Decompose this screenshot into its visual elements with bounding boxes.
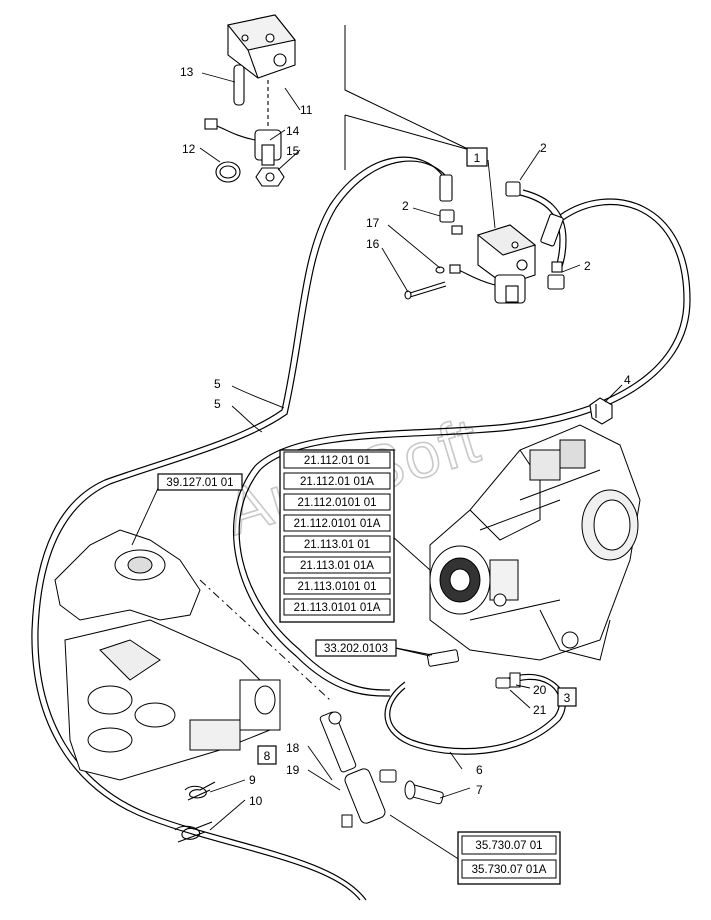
callout-13: 13 bbox=[180, 65, 194, 79]
callout-17: 17 bbox=[366, 216, 380, 230]
callout-20: 20 bbox=[533, 683, 547, 697]
hose-6 bbox=[384, 673, 566, 755]
spring-clips bbox=[174, 781, 216, 843]
hose-5-inner-inner bbox=[233, 203, 685, 697]
clip-4 bbox=[589, 397, 613, 425]
callout-4: 4 bbox=[624, 373, 631, 387]
hose-5-outer-inner bbox=[37, 160, 453, 901]
reference-sensor: 33.202.0103 bbox=[315, 639, 397, 657]
hydraulic-cylinder bbox=[319, 711, 397, 828]
reference-transmission-list: 21.112.01 01 21.112.01 01A 21.112.0101 0… bbox=[279, 449, 395, 623]
reference-hitch: 39.127.01 01 bbox=[157, 473, 243, 491]
hoses bbox=[31, 156, 691, 901]
callout-16: 16 bbox=[366, 237, 380, 251]
callout-15: 15 bbox=[286, 144, 300, 158]
callout-5-a: 5 bbox=[214, 377, 221, 391]
ref-transmission-4: 21.113.01 01 bbox=[304, 539, 370, 551]
callout-8-box bbox=[257, 745, 277, 765]
callout-1-box bbox=[466, 147, 488, 167]
ref-transmission-3: 21.112.0101 01A bbox=[294, 518, 381, 530]
callout-2-top: 2 bbox=[540, 141, 547, 155]
ref-transmission-2: 21.112.0101 01 bbox=[297, 497, 376, 509]
callout-19: 19 bbox=[286, 763, 300, 777]
pin-7 bbox=[404, 780, 444, 805]
callout-1: 1 bbox=[474, 151, 481, 165]
callout-numbers: 13 11 14 12 15 2 2 17 16 2 4 5 5 20 21 1… bbox=[180, 65, 631, 808]
hose-6-inner bbox=[389, 678, 561, 750]
reference-cylinder-list: 35.730.07 01 35.730.07 01A bbox=[457, 831, 561, 885]
callout-12: 12 bbox=[182, 142, 196, 156]
boxed-callouts: 1 3 8 bbox=[257, 147, 577, 765]
ref-transmission-7: 21.113.0101 01A bbox=[294, 602, 381, 614]
callout-3: 3 bbox=[564, 691, 571, 705]
callout-6: 6 bbox=[476, 763, 483, 777]
callout-14: 14 bbox=[286, 124, 300, 138]
callout-3-box bbox=[557, 687, 577, 707]
ref-cylinder-0: 35.730.07 01 bbox=[475, 840, 542, 852]
hose-5-outer bbox=[31, 156, 449, 901]
valve-block-detail bbox=[204, 14, 296, 187]
ref-transmission-0: 21.112.01 01 bbox=[304, 455, 370, 467]
sensor-fittings bbox=[394, 647, 521, 689]
callout-8: 8 bbox=[264, 749, 271, 763]
inset-frame bbox=[344, 25, 471, 170]
ref-hitch: 39.127.01 01 bbox=[166, 477, 233, 489]
callout-11: 11 bbox=[300, 103, 313, 117]
callout-7: 7 bbox=[476, 783, 483, 797]
ref-transmission-5: 21.113.01 01A bbox=[300, 560, 374, 572]
callout-18: 18 bbox=[286, 741, 300, 755]
callout-5-b: 5 bbox=[214, 397, 221, 411]
ref-cylinder-1: 35.730.07 01A bbox=[472, 864, 547, 876]
hitch-assembly bbox=[54, 529, 331, 781]
callout-21: 21 bbox=[533, 703, 547, 717]
callout-2-left: 2 bbox=[402, 199, 409, 213]
callout-9: 9 bbox=[249, 773, 256, 787]
transmission-unit bbox=[429, 424, 641, 661]
callout-2-right: 2 bbox=[584, 259, 591, 273]
ref-transmission-1: 21.112.01 01A bbox=[300, 476, 374, 488]
leader-lines bbox=[131, 72, 623, 861]
ref-sensor: 33.202.0103 bbox=[324, 643, 388, 655]
valve-assembly bbox=[404, 174, 565, 304]
hose-5-inner bbox=[238, 198, 691, 691]
callout-10: 10 bbox=[249, 794, 263, 808]
ref-transmission-6: 21.113.0101 01 bbox=[297, 581, 376, 593]
